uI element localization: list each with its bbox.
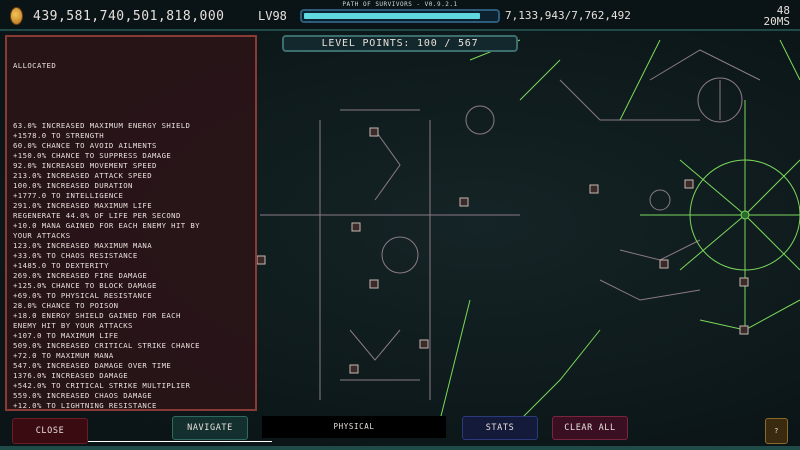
- stat-line: 60.0% CHANCE TO AVOID AILMENTS: [13, 141, 157, 150]
- stat-line: +12.0% TO LIGHTNING RESISTANCE: [13, 401, 157, 410]
- gold-coin-icon: [10, 7, 23, 25]
- clear-all-button[interactable]: CLEAR ALL: [552, 416, 628, 440]
- stat-line: +1485.0 TO DEXTERITY: [13, 261, 109, 270]
- stats-button[interactable]: STATS: [462, 416, 538, 440]
- divider-line: [88, 441, 272, 442]
- stat-line: 269.0% INCREASED FIRE DAMAGE: [13, 271, 148, 280]
- stat-line: 123.0% INCREASED MAXIMUM MANA: [13, 241, 152, 250]
- fps-counter: 48: [776, 4, 790, 17]
- xp-bar-fill: [304, 13, 481, 19]
- physical-filter-input[interactable]: PHYSICAL: [262, 416, 446, 438]
- stat-line: REGENERATE 44.0% OF LIFE PER SECOND: [13, 211, 181, 220]
- stat-line: 92.0% INCREASED MOVEMENT SPEED: [13, 161, 157, 170]
- bottom-border: [0, 446, 800, 450]
- stat-line: YOUR ATTACKS: [13, 231, 71, 240]
- player-level: LV98: [258, 9, 287, 23]
- game-title: PATH OF SURVIVORS - V0.9.2.1: [342, 1, 458, 8]
- stat-line: +72.0 TO MAXIMUM MANA: [13, 351, 114, 360]
- stat-line: ENEMY HIT BY YOUR ATTACKS: [13, 321, 133, 330]
- stat-line: +69.0% TO PHYSICAL RESISTANCE: [13, 291, 152, 300]
- stat-line: +542.0% TO CRITICAL STRIKE MULTIPLIER: [13, 381, 191, 390]
- stat-line: 28.0% CHANCE TO POISON: [13, 301, 119, 310]
- stat-line: +1578.0 TO STRENGTH: [13, 131, 105, 140]
- allocated-stats-panel[interactable]: ALLOCATED 63.0% INCREASED MAXIMUM ENERGY…: [5, 35, 257, 411]
- performance-readout: 48 20MS: [764, 5, 791, 27]
- stat-line: +1777.0 TO INTELLIGENCE: [13, 191, 124, 200]
- stat-line: 291.0% INCREASED MAXIMUM LIFE: [13, 201, 152, 210]
- level-points-display: LEVEL POINTS: 100 / 567: [282, 35, 518, 52]
- navigate-button[interactable]: NAVIGATE: [172, 416, 248, 440]
- stat-line: 547.0% INCREASED DAMAGE OVER TIME: [13, 361, 172, 370]
- stat-line: 559.0% INCREASED CHAOS DAMAGE: [13, 391, 152, 400]
- stat-line: 509.0% INCREASED CRITICAL STRIKE CHANCE: [13, 341, 200, 350]
- stat-line: 63.0% INCREASED MAXIMUM ENERGY SHIELD: [13, 121, 191, 130]
- stat-line: +150.0% CHANCE TO SUPPRESS DAMAGE: [13, 151, 172, 160]
- frame-time: 20MS: [763, 15, 791, 28]
- stat-line: 1376.0% INCREASED DAMAGE: [13, 371, 129, 380]
- xp-text: 7,133,943/7,762,492: [505, 9, 631, 22]
- stat-line: +107.0 TO MAXIMUM LIFE: [13, 331, 119, 340]
- stat-line: 100.0% INCREASED DURATION: [13, 181, 133, 190]
- stat-line: +18.0 ENERGY SHIELD GAINED FOR EACH: [13, 311, 181, 320]
- stat-line: +125.0% CHANCE TO BLOCK DAMAGE: [13, 281, 157, 290]
- help-button[interactable]: ?: [765, 418, 788, 444]
- tree-connections: [260, 49, 761, 400]
- stat-line: 213.0% INCREASED ATTACK SPEED: [13, 171, 152, 180]
- top-bar: 439,581,740,501,818,000 LV98 PATH OF SUR…: [0, 0, 800, 31]
- panel-title: ALLOCATED: [13, 61, 57, 70]
- gold-amount: 439,581,740,501,818,000: [33, 9, 225, 24]
- allocated-connections: [439, 39, 800, 421]
- skill-nodes[interactable]: [256, 127, 750, 374]
- close-button[interactable]: CLOSE: [12, 418, 88, 444]
- stat-line: +10.0 MANA GAINED FOR EACH ENEMY HIT BY: [13, 221, 200, 230]
- stat-line: +33.0% TO CHAOS RESISTANCE: [13, 251, 138, 260]
- xp-bar: [300, 9, 500, 23]
